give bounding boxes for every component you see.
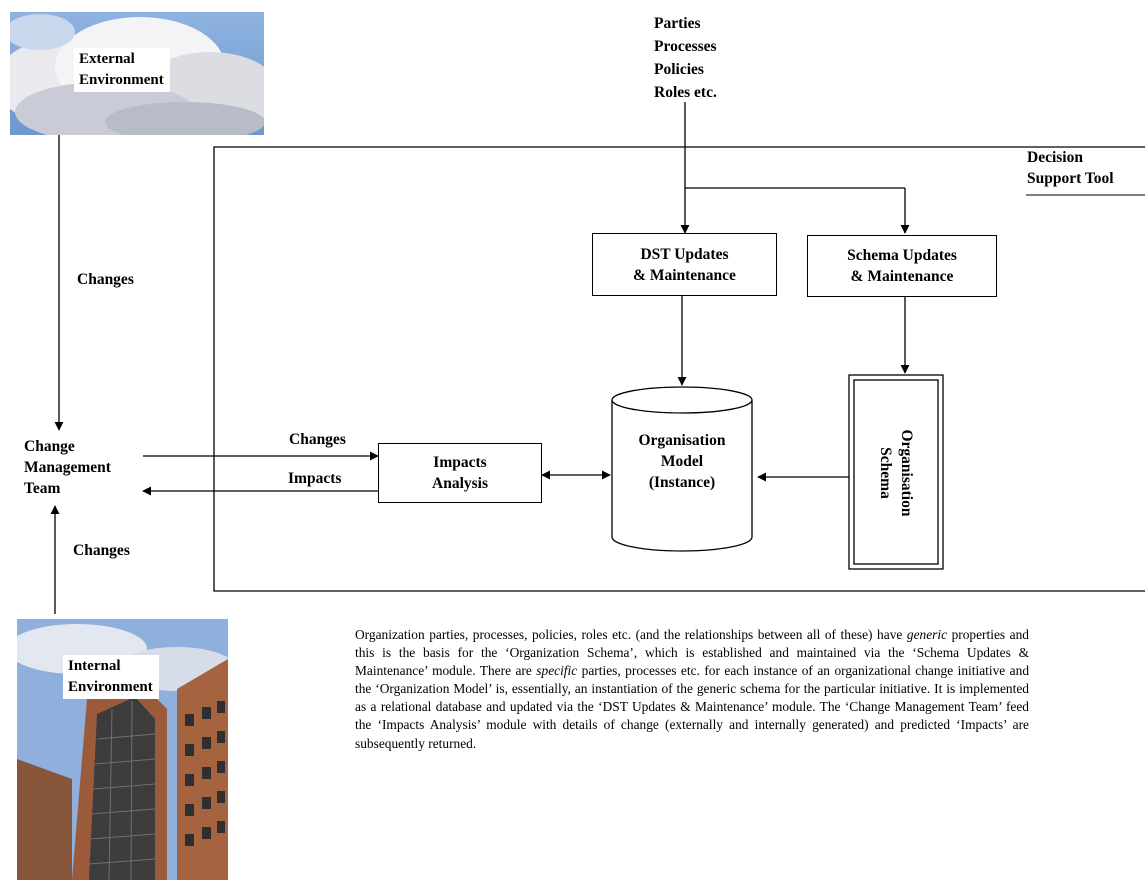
description-part1: Organization parties, processes, policie… — [355, 627, 907, 642]
organisation-model-cylinder — [611, 386, 753, 552]
external-environment-picture: External Environment — [10, 12, 264, 135]
inputs-list: Parties Processes Policies Roles etc. — [654, 12, 717, 104]
internal-environment-line2: Environment — [68, 679, 153, 695]
dst-updates-line2: & Maintenance — [633, 266, 736, 284]
schema-updates-line2: & Maintenance — [850, 268, 954, 285]
dst-label-line1: Decision — [1027, 149, 1083, 166]
internal-environment-label: Internal Environment — [63, 655, 159, 699]
schema-updates-box: Schema Updates & Maintenance — [807, 235, 997, 297]
organisation-schema-label: Organisation Schema — [875, 413, 917, 533]
dst-label-line2: Support Tool — [1027, 170, 1114, 187]
organisation-model-line3: (Instance) — [648, 474, 716, 491]
cmt-line3: Team — [24, 480, 61, 497]
decision-support-tool-frame — [213, 146, 1145, 592]
inputs-parties: Parties — [654, 15, 701, 32]
dst-updates-box: DST Updates & Maintenance — [592, 233, 777, 296]
organisation-model-label: Organisation Model (Instance) — [612, 430, 752, 493]
organisation-schema-inner — [853, 379, 939, 565]
description-part2: properties and this is the basis for the… — [355, 627, 1029, 679]
impacts-returned-label: Impacts — [288, 470, 342, 487]
organisation-schema-line1: Organisation — [898, 429, 915, 517]
changes-external-label: Changes — [77, 271, 134, 288]
external-environment-line1: External — [79, 51, 135, 67]
inputs-processes: Processes — [654, 38, 717, 55]
changes-internal-label: Changes — [73, 542, 130, 559]
description-generic: generic — [906, 627, 948, 642]
description-paragraph: Organization parties, processes, policie… — [355, 626, 1029, 753]
internal-environment-picture: Internal Environment — [17, 619, 228, 880]
impacts-analysis-box: Impacts Analysis — [378, 443, 542, 503]
cmt-line2: Management — [24, 459, 111, 476]
impacts-analysis-line2: Analysis — [432, 475, 488, 492]
description-part3: parties, processes etc. for each instanc… — [355, 663, 1030, 751]
dst-updates-line1: DST Updates — [640, 245, 729, 263]
schema-updates-line1: Schema Updates — [847, 247, 957, 264]
change-management-team-label: Change Management Team — [24, 436, 111, 499]
impacts-analysis-line1: Impacts — [433, 454, 487, 471]
organisation-schema-outer — [848, 374, 944, 570]
organisation-model-line2: Model — [660, 453, 704, 470]
cmt-line1: Change — [24, 438, 75, 455]
decision-support-tool-label: Decision Support Tool — [1027, 147, 1114, 189]
external-environment-label: External Environment — [74, 48, 170, 92]
changes-to-analysis-label: Changes — [289, 431, 346, 448]
inputs-roles: Roles etc. — [654, 84, 717, 101]
description-specific: specific — [536, 663, 578, 679]
internal-environment-line1: Internal — [68, 658, 121, 674]
external-environment-line2: Environment — [79, 72, 164, 88]
organisation-model-line1: Organisation — [638, 432, 726, 449]
organisation-schema-line2: Schema — [877, 447, 894, 499]
inputs-policies: Policies — [654, 61, 704, 78]
